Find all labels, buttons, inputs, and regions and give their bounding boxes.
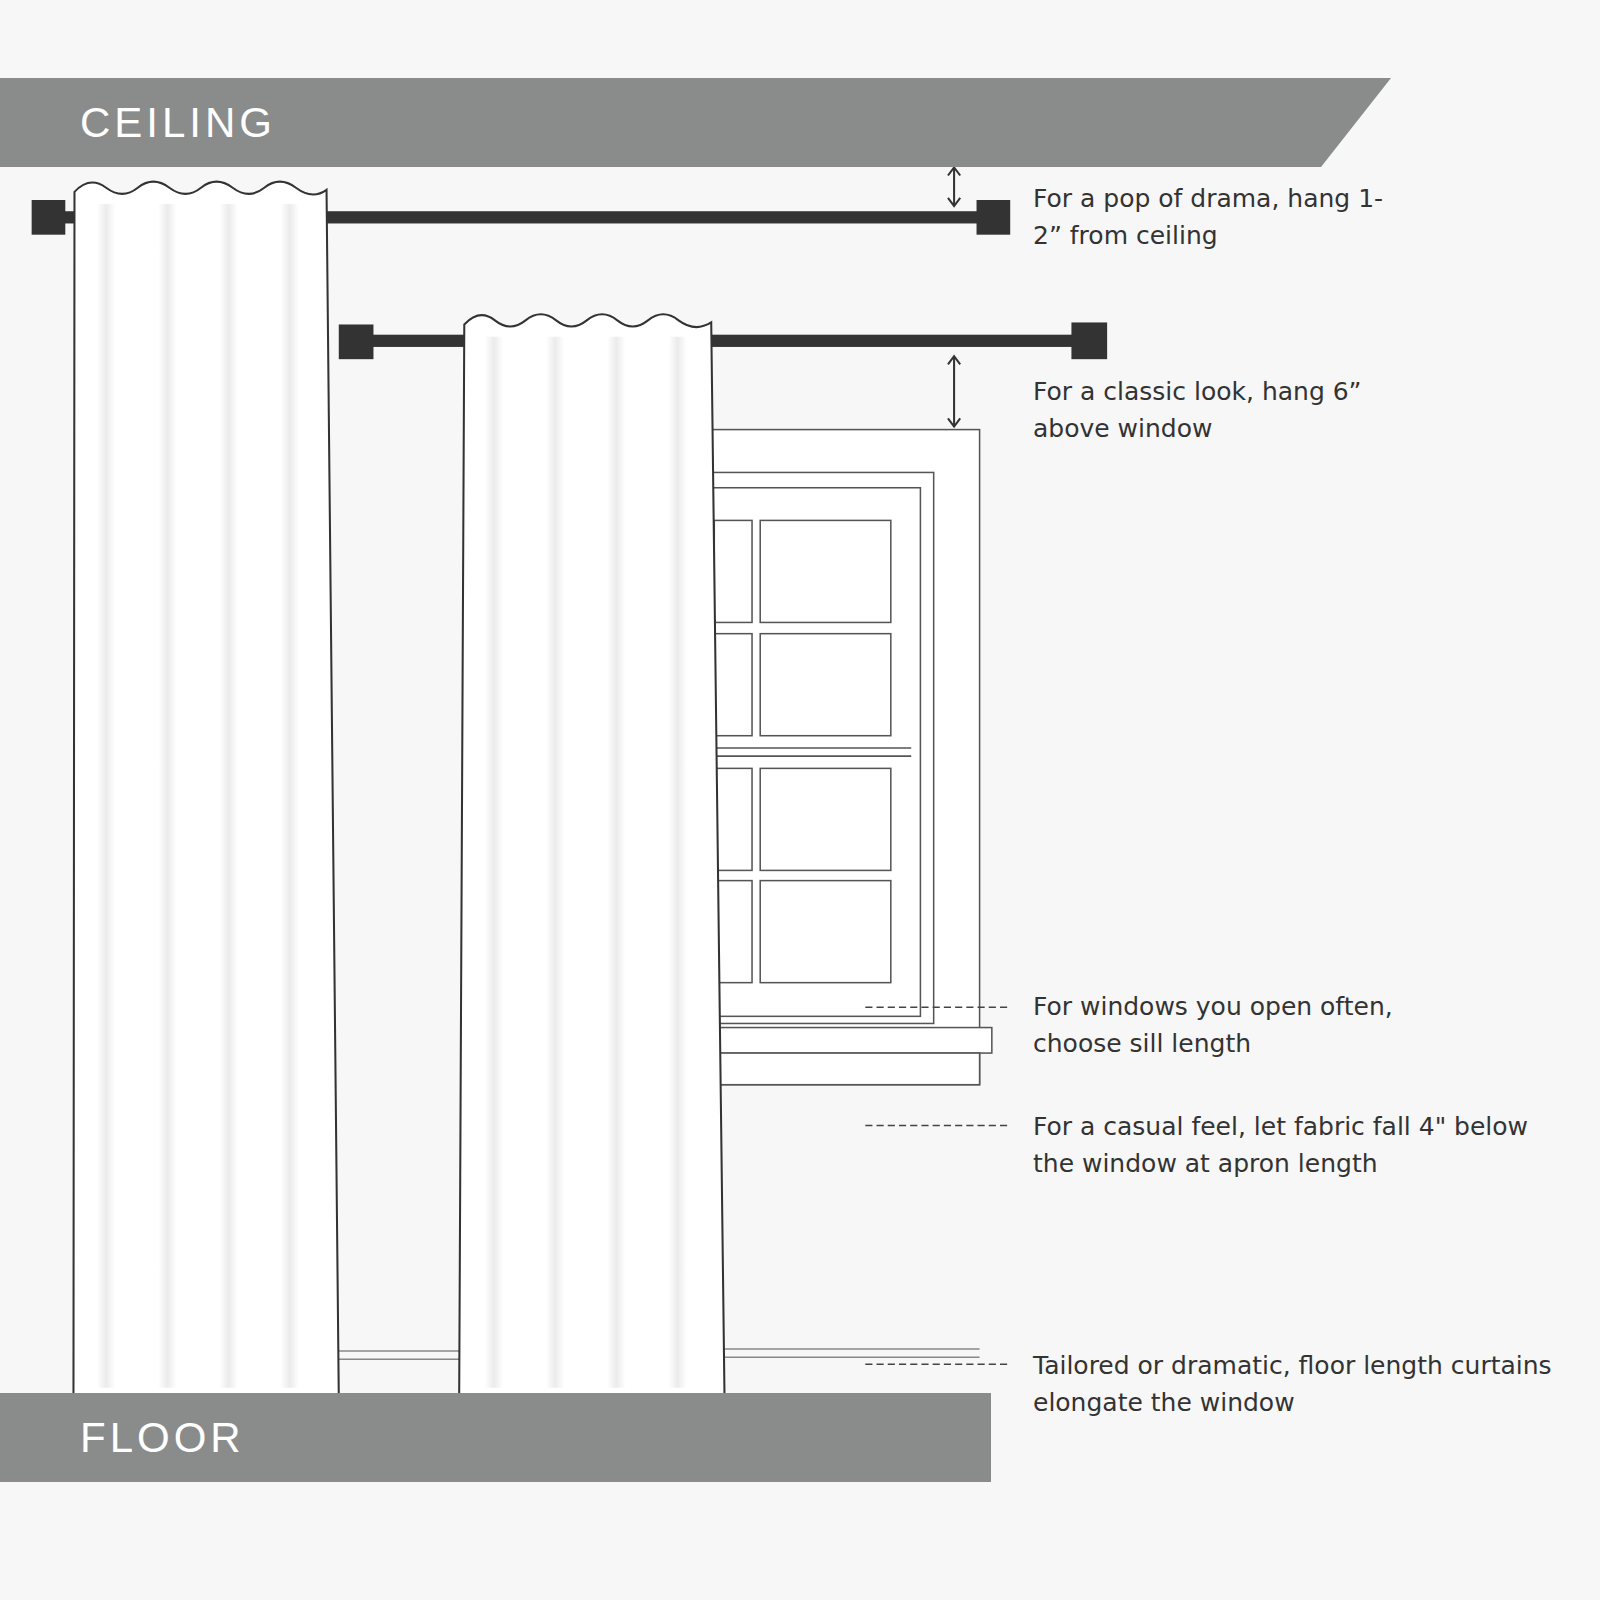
callout-note: For windows you open often, choose sill …	[1033, 988, 1433, 1062]
leader-lines	[865, 1007, 1008, 1364]
window-rod	[339, 322, 1107, 359]
left-curtain	[73, 182, 338, 1404]
band-fill	[0, 78, 1391, 167]
band: CEILING	[0, 78, 1391, 167]
band-label: CEILING	[80, 102, 276, 144]
window	[704, 430, 992, 1085]
callout-note: For a casual feel, let fabric fall 4" be…	[1033, 1108, 1573, 1182]
band-fill	[0, 1393, 991, 1482]
dimension-arrows	[948, 167, 960, 426]
callout-note: For a pop of drama, hang 1-2” from ceili…	[1033, 180, 1393, 254]
callout-note: For a classic look, hang 6” above window	[1033, 373, 1413, 447]
callout-note: Tailored or dramatic, floor length curta…	[1033, 1347, 1553, 1421]
right-curtain	[459, 314, 724, 1404]
band-label: FLOOR	[80, 1417, 245, 1459]
band: FLOOR	[0, 1393, 991, 1482]
